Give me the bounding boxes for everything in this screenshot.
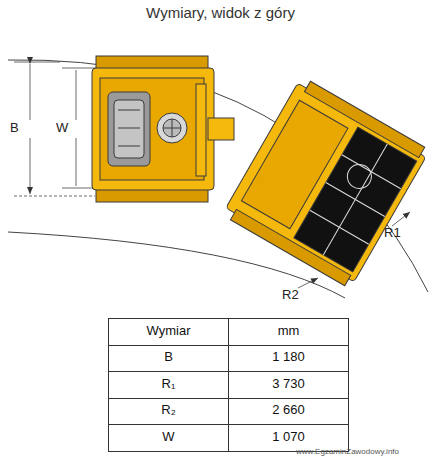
- table-header: mm: [229, 324, 348, 338]
- table-cell: R₁: [109, 377, 228, 391]
- dimension-label: R2: [282, 288, 299, 302]
- dimension-label: R1: [384, 226, 401, 240]
- dimension-label: W: [56, 121, 68, 135]
- table-cell: R₂: [109, 403, 228, 417]
- dimension-label: B: [10, 121, 19, 135]
- watermark: www.EgzaminZawodowy.info: [296, 448, 399, 457]
- table-cell: B: [109, 350, 228, 364]
- diagram-title: Wymiary, widok z góry: [0, 5, 441, 22]
- table-cell: 1 070: [229, 430, 348, 444]
- table-cell: 2 660: [229, 403, 348, 417]
- table-cell: 3 730: [229, 377, 348, 391]
- table-cell: 1 180: [229, 350, 348, 364]
- table-header: Wymiar: [109, 324, 228, 338]
- table-cell: W: [109, 430, 228, 444]
